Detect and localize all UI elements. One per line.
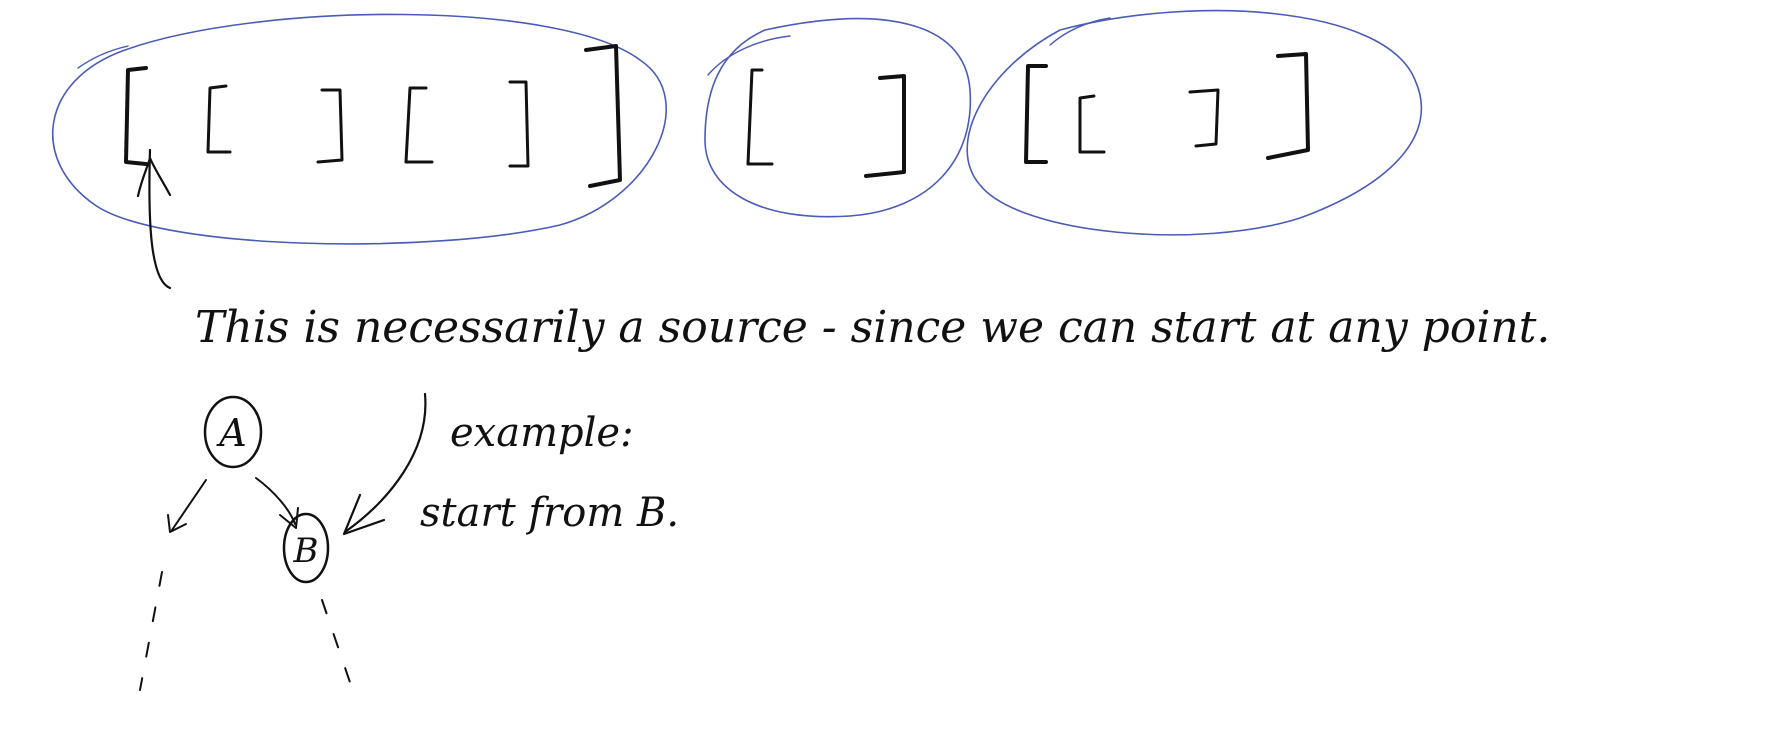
- bracket-close-inner-1a: [316, 88, 344, 164]
- example-label: example:: [450, 410, 634, 456]
- bracket-open-inner-3: [1078, 94, 1106, 154]
- bracket-open-outer-1: [124, 66, 148, 166]
- group-oval-3: [966, 9, 1423, 236]
- bracket-close-inner-3: [1188, 88, 1220, 148]
- example-arrow-head: [342, 493, 386, 536]
- bracket-open-outer-3: [1024, 64, 1048, 164]
- edge-a-b: [255, 477, 296, 525]
- arrow-curve: [148, 148, 172, 290]
- note-main-sentence: This is necessarily a source - since we …: [195, 302, 1550, 353]
- node-b-label: B: [293, 531, 319, 571]
- dashed-right-branch: [321, 599, 357, 701]
- group-oval-3-tail: [1049, 17, 1111, 46]
- group-oval-1-tail: [77, 45, 129, 69]
- dashed-left-branch: [139, 571, 163, 691]
- bracket-open-inner-1a: [206, 84, 232, 154]
- example-detail: start from B.: [420, 490, 679, 536]
- group-oval-1: [51, 13, 667, 245]
- node-a-circle: [203, 395, 263, 469]
- edge-a-b-head: [279, 507, 299, 529]
- group-ovals: [51, 9, 1423, 245]
- node-a-label: A: [216, 411, 246, 455]
- bracket-close-inner-1b: [508, 80, 530, 168]
- bracket-close-outer-3: [1266, 52, 1310, 160]
- bracket-open-inner-1b: [404, 86, 434, 164]
- bracket-open-2: [746, 68, 774, 166]
- edge-a-left-head: [167, 514, 187, 533]
- tree-diagram: A B: [139, 392, 427, 701]
- arrow-head: [136, 156, 172, 198]
- node-b-circle: [282, 512, 330, 584]
- group-oval-2: [704, 17, 972, 218]
- group-oval-2-tail: [707, 35, 791, 76]
- edge-a-left: [171, 479, 207, 531]
- brackets: [124, 44, 1310, 188]
- bracket-close-outer-1: [584, 44, 622, 188]
- example-arrow: [343, 392, 427, 534]
- bracket-close-2: [864, 74, 906, 178]
- pointer-arrow-to-bracket: [136, 148, 172, 290]
